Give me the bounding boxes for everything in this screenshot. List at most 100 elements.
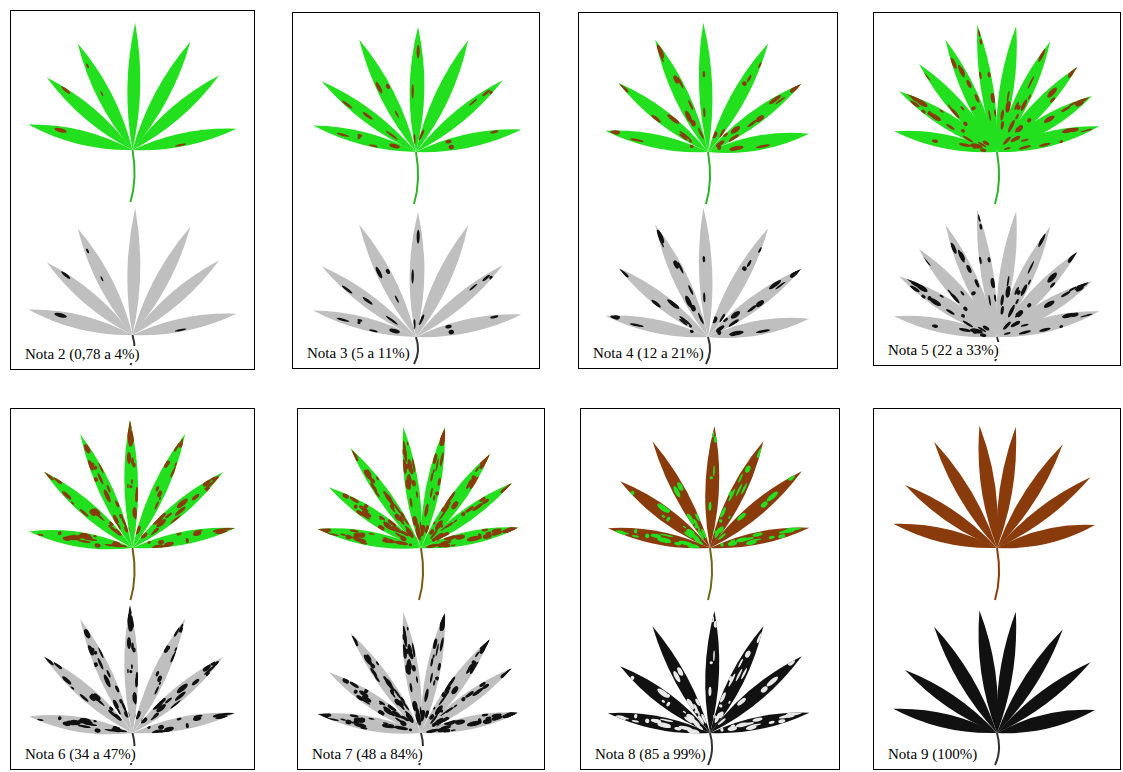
lesion bbox=[674, 726, 682, 731]
lesion bbox=[719, 128, 726, 138]
lesion bbox=[787, 658, 796, 667]
lesion bbox=[61, 675, 72, 686]
lesion bbox=[727, 541, 737, 547]
lesion-group bbox=[37, 421, 235, 550]
lesion bbox=[990, 278, 996, 289]
lesion bbox=[684, 531, 694, 539]
lesion bbox=[379, 517, 382, 520]
lesion bbox=[79, 693, 89, 703]
lesion bbox=[153, 712, 160, 719]
lesion bbox=[155, 670, 160, 677]
lesion bbox=[394, 540, 409, 546]
lesion bbox=[369, 144, 378, 148]
lesion bbox=[383, 722, 389, 725]
lesion bbox=[357, 319, 363, 323]
lesion bbox=[710, 661, 713, 664]
lesion bbox=[945, 123, 955, 130]
leaf-petiole bbox=[131, 150, 135, 202]
lesion bbox=[358, 504, 369, 513]
lesion bbox=[405, 464, 409, 470]
lesion bbox=[390, 524, 401, 534]
lesion bbox=[354, 457, 359, 462]
lesion bbox=[979, 39, 983, 45]
leaflet bbox=[133, 128, 237, 150]
lesion-group bbox=[54, 248, 187, 332]
lesion bbox=[1015, 298, 1020, 304]
lesion bbox=[957, 64, 966, 78]
lesion bbox=[411, 480, 416, 487]
lesion bbox=[131, 642, 134, 650]
lesion bbox=[656, 687, 670, 699]
lesion bbox=[437, 663, 441, 671]
lesion bbox=[431, 537, 437, 543]
lesion bbox=[655, 44, 665, 59]
lesion bbox=[163, 645, 170, 654]
lesion bbox=[132, 507, 137, 518]
lesion bbox=[718, 711, 725, 719]
lesion bbox=[127, 637, 131, 649]
lesion bbox=[420, 525, 425, 530]
lesion bbox=[610, 314, 620, 320]
lesion bbox=[974, 279, 980, 288]
lesion bbox=[960, 128, 965, 133]
lesion bbox=[424, 710, 430, 719]
lesion bbox=[736, 697, 747, 707]
lesion bbox=[83, 628, 92, 639]
lesion bbox=[433, 495, 436, 501]
lesion bbox=[354, 642, 359, 647]
lesion bbox=[445, 324, 452, 329]
lesion bbox=[760, 500, 769, 509]
leaflet bbox=[133, 313, 237, 335]
lesion bbox=[689, 144, 694, 149]
lesion bbox=[90, 692, 100, 701]
lesion bbox=[1039, 327, 1051, 333]
lesion bbox=[451, 544, 456, 547]
lesion bbox=[730, 333, 736, 336]
lesion bbox=[474, 651, 479, 657]
lesion bbox=[474, 466, 479, 472]
lesion bbox=[618, 268, 630, 278]
lesion bbox=[179, 442, 184, 448]
leaflet bbox=[410, 212, 425, 337]
lesion bbox=[437, 478, 441, 486]
lesion bbox=[93, 535, 97, 538]
lesion bbox=[131, 479, 133, 484]
lesion bbox=[906, 92, 914, 98]
lesion bbox=[1059, 325, 1063, 329]
lesion bbox=[203, 664, 216, 676]
lesion bbox=[135, 487, 138, 502]
lesion bbox=[176, 532, 181, 536]
lesion bbox=[1019, 144, 1032, 150]
lesion bbox=[650, 114, 661, 124]
lesion-group bbox=[315, 614, 518, 734]
lesion bbox=[369, 329, 378, 333]
lesion bbox=[389, 689, 395, 696]
lesion bbox=[703, 108, 706, 118]
lesion bbox=[439, 533, 447, 539]
lesion bbox=[383, 724, 396, 729]
lesion bbox=[949, 292, 960, 304]
lesion bbox=[215, 714, 228, 720]
lesion bbox=[374, 266, 383, 279]
lesion bbox=[932, 324, 939, 328]
lesion bbox=[479, 639, 491, 653]
lesion bbox=[755, 299, 765, 308]
lesion bbox=[158, 512, 167, 520]
score-label: Nota 4 (12 a 21%) bbox=[591, 345, 706, 362]
lesion bbox=[485, 716, 492, 720]
leaf-pair bbox=[894, 24, 1099, 361]
lesion bbox=[405, 526, 414, 537]
lesion bbox=[420, 710, 426, 722]
lesion bbox=[1010, 320, 1021, 329]
leaf bbox=[315, 612, 519, 765]
lesion bbox=[185, 723, 189, 729]
lesion bbox=[909, 284, 920, 293]
lesion bbox=[362, 296, 374, 306]
lesion bbox=[920, 109, 926, 115]
lesion bbox=[1027, 279, 1031, 285]
leaf-petiole bbox=[419, 548, 423, 600]
lesion bbox=[127, 484, 129, 488]
lesion bbox=[1000, 294, 1005, 306]
lesion bbox=[1006, 276, 1009, 287]
lesion bbox=[789, 266, 804, 279]
